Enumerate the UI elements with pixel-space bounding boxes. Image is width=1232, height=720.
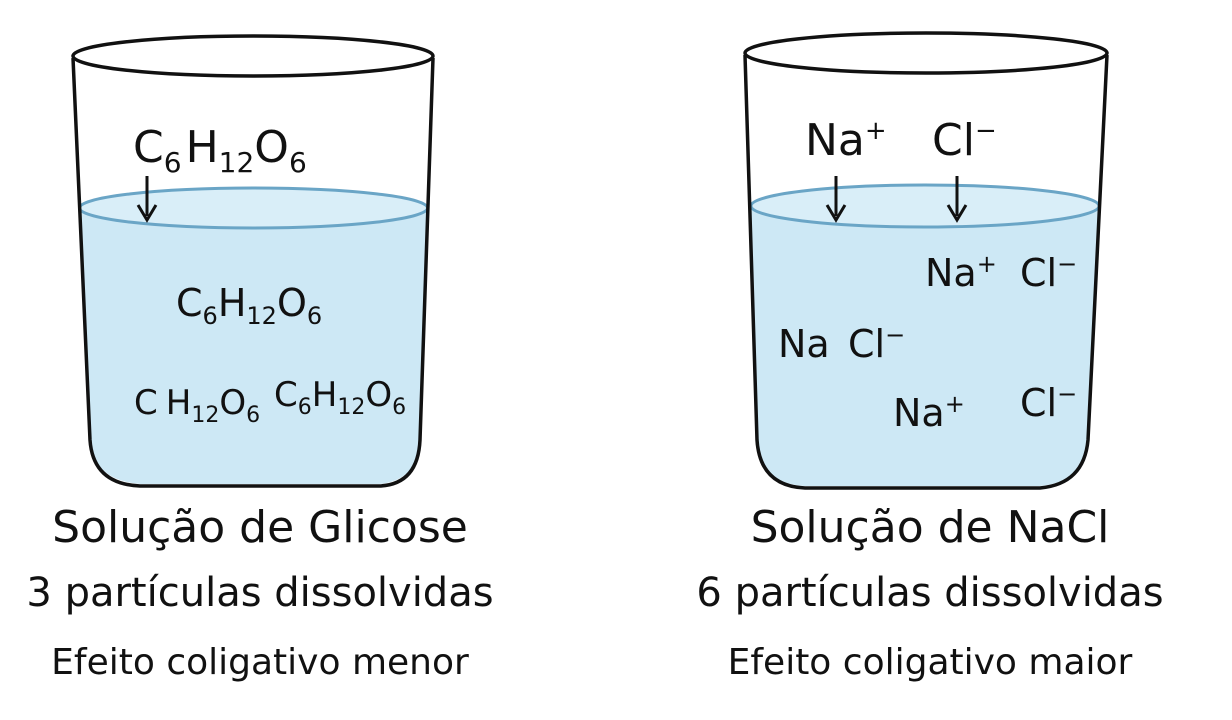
sodium-ion-3: Na+ bbox=[893, 390, 965, 435]
chloride-ion-2: Cl− bbox=[848, 321, 905, 366]
sodium-ion-2: Na bbox=[778, 322, 830, 366]
chloride-ion-3: Cl− bbox=[1020, 380, 1077, 425]
sodium-ion-1: Na+ bbox=[925, 250, 997, 295]
glucose-formula-middle: C6H12O6 bbox=[176, 281, 322, 330]
arrow-icon bbox=[946, 176, 968, 223]
nacl-beaker-body bbox=[743, 54, 1109, 490]
chloride-ion-top: Cl− bbox=[932, 115, 997, 166]
glucose-water bbox=[79, 207, 428, 484]
glucose-solution-title: Solução de Glicose bbox=[52, 502, 468, 553]
nacl-particle-count: 6 partículas dissolvidas bbox=[696, 570, 1164, 616]
nacl-water-surface bbox=[749, 183, 1101, 229]
glucose-particle-count: 3 partículas dissolvidas bbox=[26, 570, 494, 616]
chloride-ion-1: Cl− bbox=[1020, 250, 1077, 295]
glucose-beaker-rim bbox=[71, 34, 435, 78]
glucose-effect-label: Efeito coligativo menor bbox=[51, 642, 469, 683]
nacl-beaker: Na+ Cl− Na+ Cl− Na Cl− Na+ Cl− bbox=[743, 31, 1109, 490]
glucose-formula-top: C6H12O6 bbox=[133, 122, 307, 179]
glucose-formula-bottom-right: C6H12O6 bbox=[274, 375, 406, 420]
arrow-icon bbox=[136, 176, 158, 223]
glucose-water-surface bbox=[78, 186, 429, 230]
nacl-effect-label: Efeito coligativo maior bbox=[727, 642, 1133, 683]
nacl-solution-title: Solução de NaCl bbox=[750, 502, 1110, 553]
sodium-ion-top: Na+ bbox=[805, 115, 887, 166]
nacl-water bbox=[751, 205, 1099, 486]
glucose-beaker-body bbox=[71, 57, 435, 488]
arrow-icon bbox=[825, 176, 847, 223]
nacl-beaker-rim bbox=[743, 31, 1109, 75]
